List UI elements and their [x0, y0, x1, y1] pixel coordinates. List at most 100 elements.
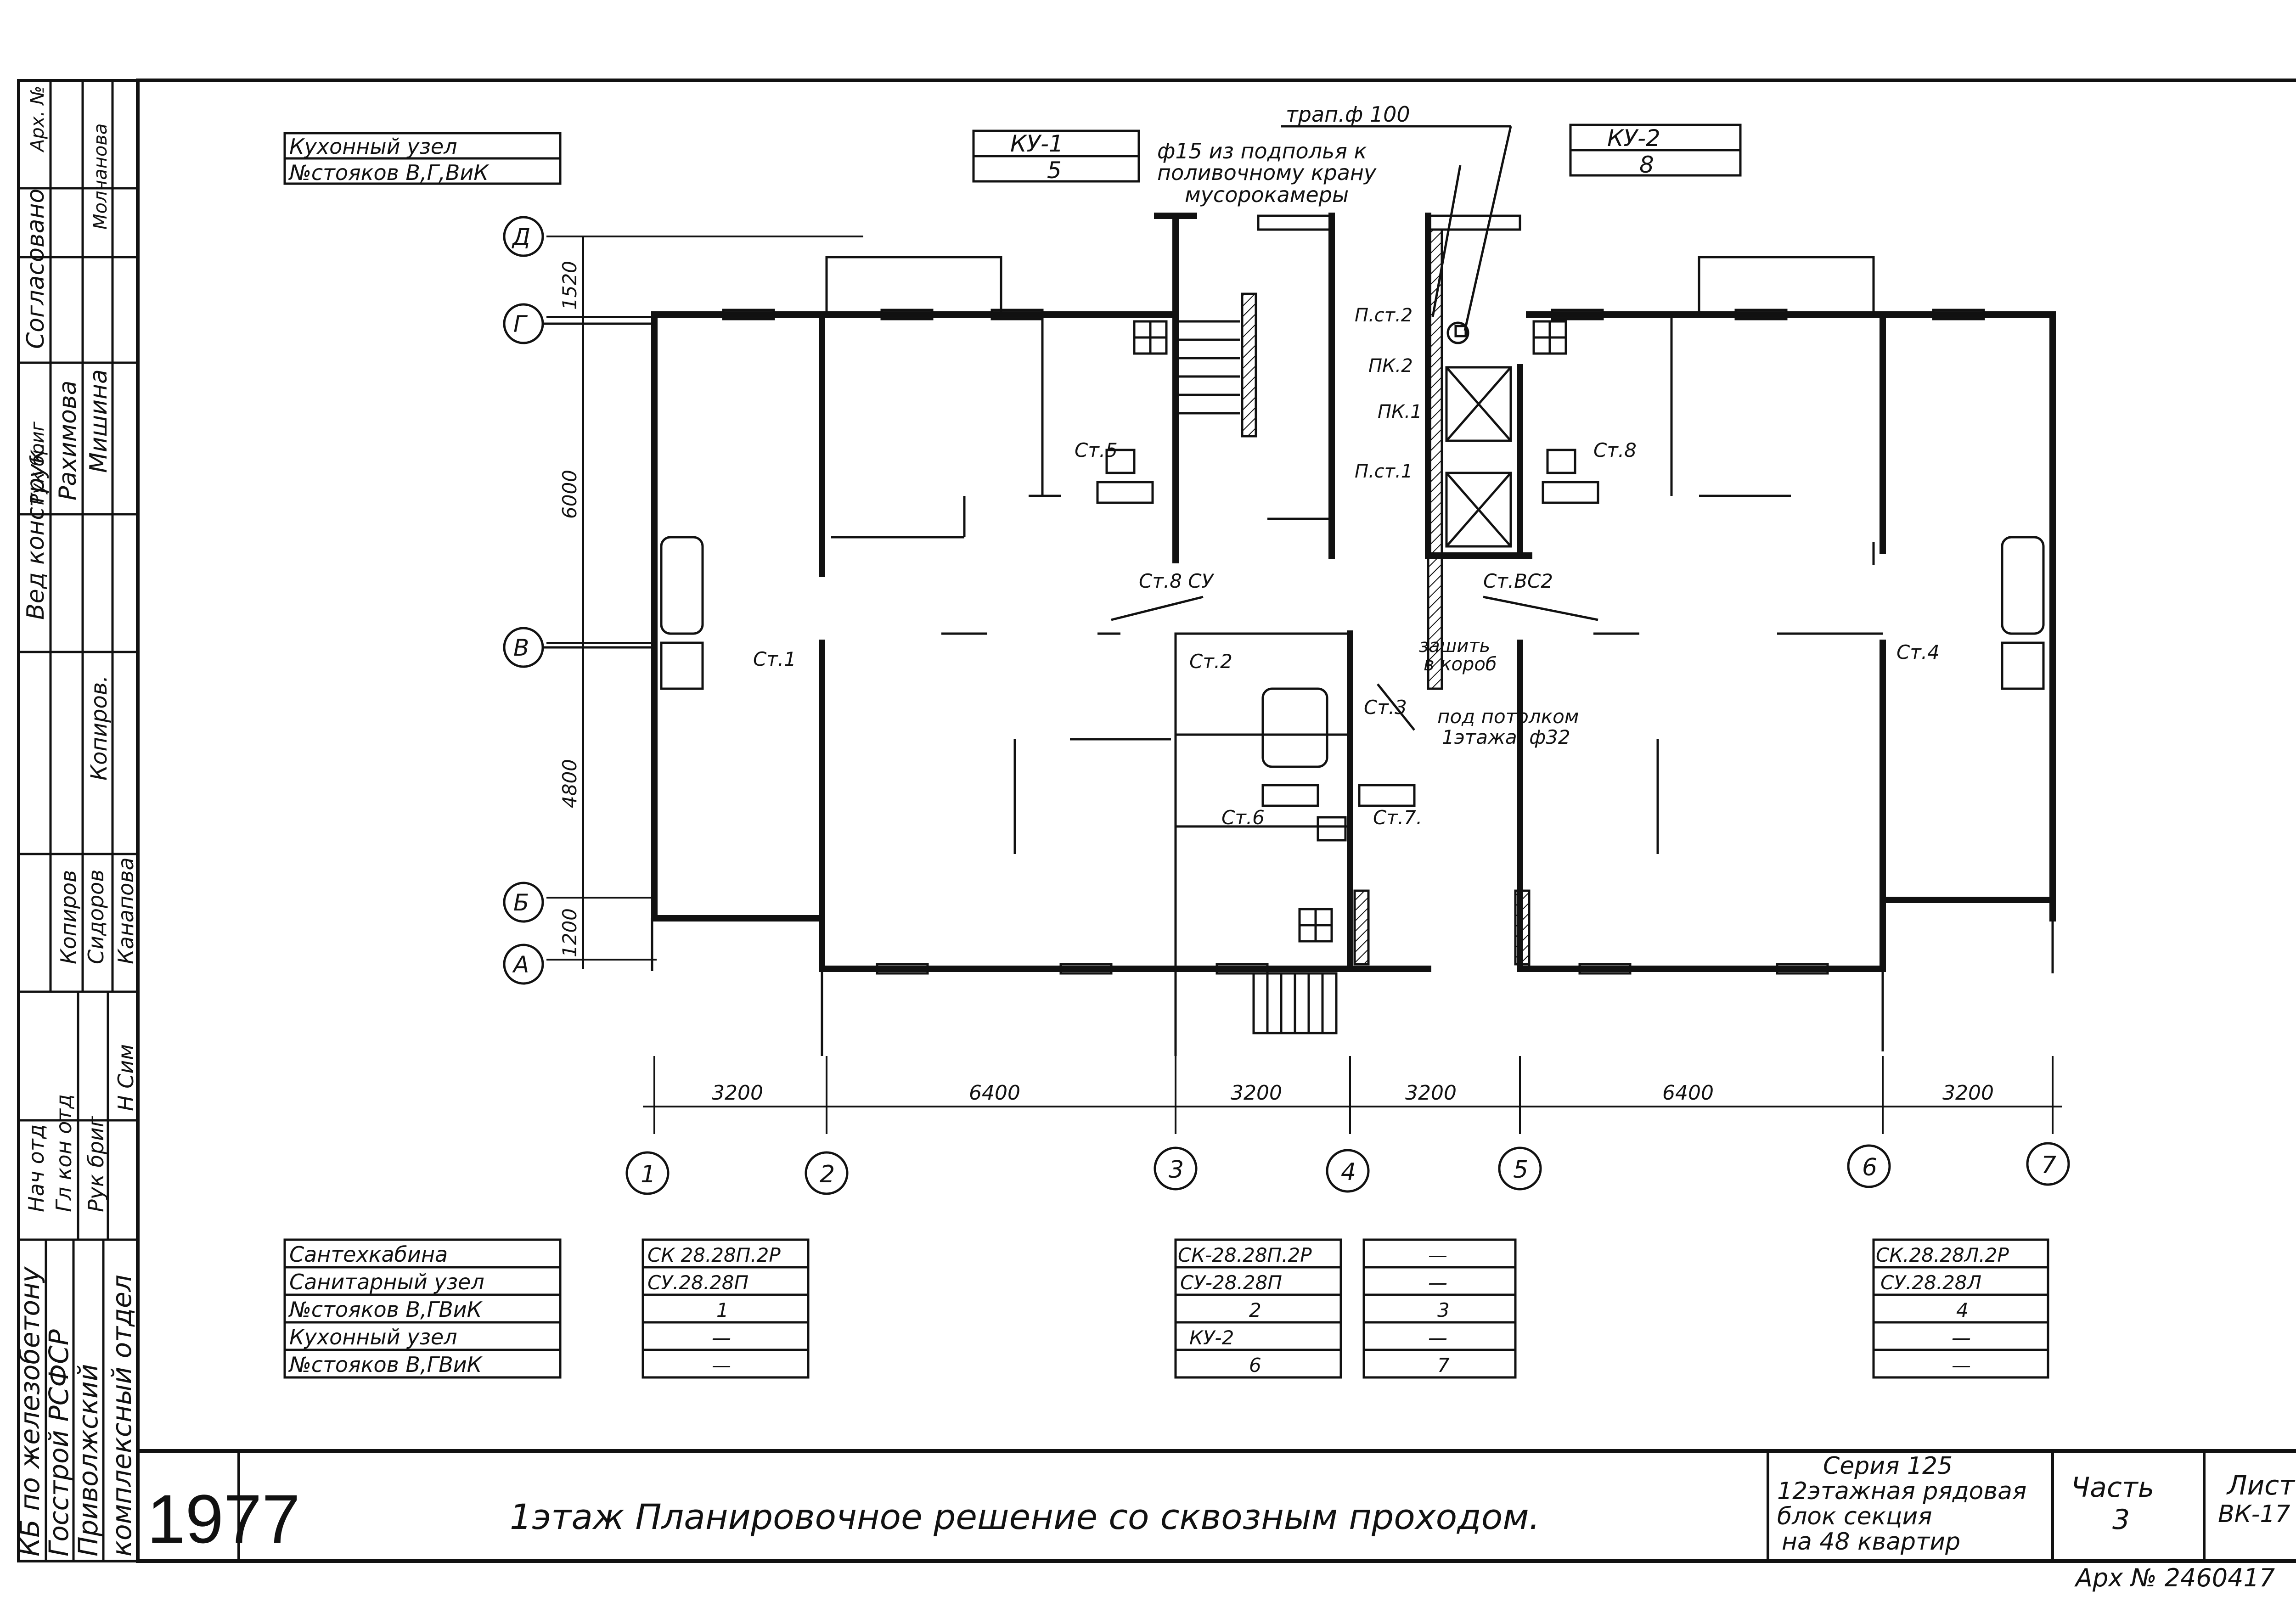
dim-h-3: 3200	[1231, 1081, 1282, 1105]
schedule-row-label-1: Сантехкабина	[289, 1242, 448, 1267]
schedule-c4-r4: —	[1952, 1326, 1971, 1349]
note-pipe-1: ф15 из подполья к	[1157, 139, 1367, 163]
series-line-3: блок секция	[1777, 1503, 1932, 1530]
axis-col-5-label: 5	[1513, 1156, 1528, 1184]
stamp-name-6: Канапова	[113, 857, 138, 964]
label-st4: Ст.4	[1896, 641, 1940, 663]
stamp-name-7: Н Сим	[113, 1044, 138, 1111]
schedule-c2-r2: СУ-28.28П	[1180, 1271, 1282, 1294]
axis-col-2-label: 2	[820, 1161, 835, 1188]
axis-col-5	[1498, 1146, 1542, 1191]
axis-col-6-label: 6	[1862, 1154, 1877, 1181]
schedule-c3-r5: 7	[1437, 1354, 1450, 1377]
axis-row-B	[503, 882, 544, 923]
stamp-role-1: Вед конструк.	[22, 442, 50, 620]
title-block: 1977 1этаж Планировочное решение со скво…	[147, 1451, 2296, 1561]
series-line-1: Серия 125	[1823, 1452, 1953, 1480]
sink-left	[660, 641, 704, 690]
horizontal-dimensions: 3200 6400 3200 3200 6400 3200	[643, 1056, 2062, 1134]
schedule-c1-r1: СК 28.28П.2Р	[647, 1244, 781, 1266]
schedule-c1-r2: СУ.28.28П	[647, 1271, 748, 1294]
sheet-label: Лист	[2226, 1470, 2296, 1501]
label-st8cu: Ст.8 СУ	[1139, 570, 1215, 592]
label-stvc2: Ст.ВС2	[1483, 570, 1553, 592]
stamp-role-6: Рук бриг	[84, 1116, 108, 1212]
part-label: Часть	[2071, 1472, 2154, 1504]
schedule-col-2: СК-28.28П.2Р СУ-28.28П 2 КУ-2 6	[1174, 1238, 1342, 1379]
risers-label: №стояков В,Г,ВиК	[288, 160, 490, 185]
schedule-c1-r3: 1	[716, 1299, 729, 1321]
year: 1977	[147, 1480, 300, 1557]
stove-1	[1096, 481, 1154, 504]
note-trap: трап.ф 100	[1286, 102, 1410, 127]
bathtub-right	[2001, 536, 2045, 635]
ku1-box: КУ-1 5	[972, 129, 1140, 184]
stamp-role-4: Нач отд	[24, 1124, 49, 1212]
schedule-c3-r4: —	[1428, 1326, 1447, 1349]
axis-col-1	[625, 1151, 670, 1195]
label-pk2: ПК.2	[1368, 355, 1413, 376]
schedule-c4-r1: СК.28.28Л.2Р	[1876, 1244, 2009, 1266]
note-pipe-3: мусорокамеры	[1185, 182, 1349, 207]
riser-labels: Ст.1 Ст.2 Ст.3 Ст.4 Ст.5 Ст.6 Ст.7. Ст.8…	[753, 305, 1940, 829]
schedule-c3-r1: —	[1428, 1244, 1447, 1266]
elevator-shaft-1	[1445, 366, 1512, 442]
schedule-c4-r3: 4	[1956, 1299, 1969, 1321]
axis-col-7-label: 7	[2041, 1152, 2056, 1179]
windows	[722, 309, 1985, 975]
ku1-title: КУ-1	[1010, 130, 1064, 157]
schedule-labels-table: Сантехкабина Санитарный узел №стояков В,…	[283, 1238, 562, 1379]
axis-row-A-label: А	[512, 951, 529, 978]
label-pst1: П.ст.1	[1355, 461, 1412, 482]
dim-h-1: 3200	[712, 1081, 763, 1105]
series-line-2: 12этажная рядовая	[1777, 1478, 2026, 1505]
schedule-c3-r3: 3	[1437, 1299, 1450, 1321]
stamp-name-1: Рахимова	[54, 381, 82, 500]
schedule-col-3: — — 3 — 7	[1362, 1238, 1517, 1379]
org-line-2: Госстрой РСФСР	[43, 1329, 74, 1556]
sheet-title: 1этаж Планировочное решение со сквозным …	[510, 1496, 1540, 1537]
bathtub-center	[1261, 687, 1328, 768]
archive-number: Арх № 2460417	[2074, 1563, 2275, 1592]
series-line-4: на 48 квартир	[1782, 1528, 1960, 1556]
axis-row-V-label: В	[513, 635, 529, 661]
org-line-3: Приволжский	[73, 1364, 104, 1556]
stamp-role-5: Гл кон отд	[51, 1094, 76, 1212]
label-ceil-1: под потолком	[1437, 705, 1579, 728]
label-box-1: зашить	[1419, 635, 1490, 657]
axis-row-G-label: Г	[513, 311, 528, 337]
stamp-archive-label: Арх. №	[27, 86, 48, 153]
column-axes: 1 2 3 4 5 6 7	[625, 1142, 2070, 1195]
label-ceil-2: 1этажа, ф32	[1442, 726, 1570, 748]
dim-v-4: 1200	[558, 908, 581, 957]
schedule-c1-r5: —	[712, 1354, 731, 1377]
vertical-dimensions: 1520 6000 4800 1200	[546, 236, 863, 969]
schedule-c4-r5: —	[1952, 1354, 1971, 1377]
dim-v-2: 6000	[558, 470, 581, 519]
kitchen-node-label: Кухонный узел	[289, 134, 457, 159]
axis-col-3	[1154, 1146, 1198, 1191]
schedule-c2-r1: СК-28.28П.2Р	[1178, 1244, 1312, 1266]
schedule-c4-r2: СУ.28.28Л	[1880, 1271, 1981, 1294]
dim-h-6: 3200	[1942, 1081, 1994, 1105]
axis-col-3-label: 3	[1169, 1156, 1184, 1184]
axis-col-7	[2026, 1142, 2070, 1186]
stamp-name-4: Копиров.	[86, 675, 112, 781]
axis-row-D-label: Д	[512, 224, 530, 250]
stamp-name-5: Сидоров	[84, 870, 108, 964]
dim-h-4: 3200	[1405, 1081, 1457, 1105]
org-line-4: комплексный отдел	[106, 1275, 137, 1556]
label-st2: Ст.2	[1189, 650, 1232, 673]
elevator-shaft-2	[1445, 472, 1512, 548]
dim-h-5: 6400	[1662, 1081, 1714, 1105]
axis-row-A	[503, 944, 544, 985]
sanitary-fixtures	[660, 320, 2045, 943]
schedule-row-label-2: Санитарный узел	[289, 1270, 484, 1294]
axis-col-1-label: 1	[641, 1161, 656, 1188]
label-st5: Ст.5	[1075, 439, 1118, 461]
schedule-col-4: СК.28.28Л.2Р СУ.28.28Л 4 — —	[1872, 1238, 2049, 1379]
note-pipe-2: поливочному крану	[1157, 160, 1377, 185]
stamp-role-3: Рук бриг	[27, 421, 48, 505]
label-box-2: в короб	[1424, 654, 1497, 675]
